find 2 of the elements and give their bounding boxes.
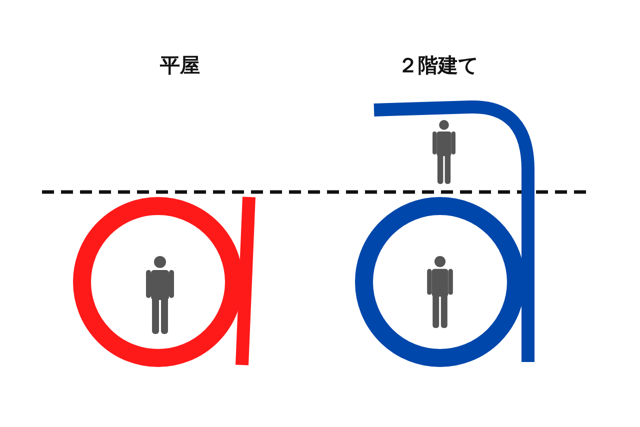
- heading-text: ２階建て: [398, 52, 478, 79]
- heading-text: 平屋: [160, 52, 200, 79]
